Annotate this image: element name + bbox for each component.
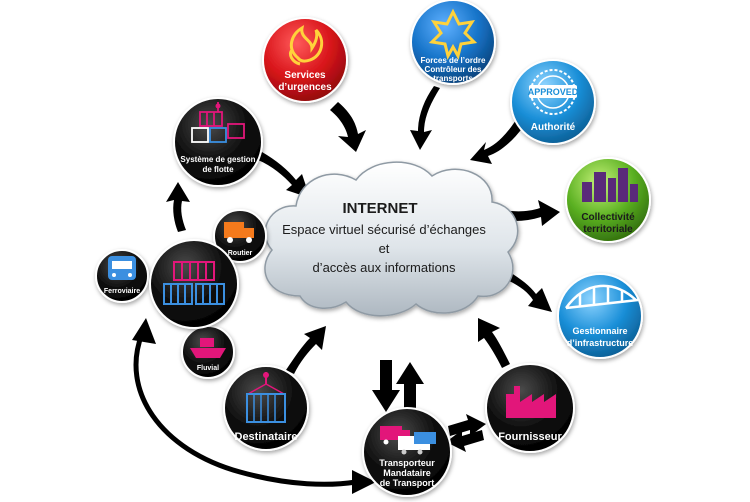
forces-label-1: Forces de l’ordre — [421, 56, 486, 65]
ferroviaire-label: Ferroviaire — [104, 288, 140, 295]
internet-cloud: INTERNET Espace virtuel sécurisé d’échan… — [264, 161, 519, 317]
arrow-forces-to-cloud — [410, 86, 440, 150]
cloud-line-3: d’accès aux informations — [312, 260, 456, 275]
node-ferroviaire[interactable]: Ferroviaire — [95, 249, 149, 303]
arrow-services-to-cloud — [330, 102, 366, 152]
approved-badge-text: APPROVED — [528, 87, 579, 97]
node-destinataire[interactable]: Destinataire — [223, 365, 309, 451]
node-fluvial[interactable]: Fluvial — [181, 325, 235, 379]
arrow-transporteur-to-fournisseur — [448, 414, 486, 436]
routier-label: Routier — [228, 250, 253, 257]
arrow-cloud-to-gestionnaire — [502, 270, 552, 312]
fluvial-label: Fluvial — [197, 365, 219, 372]
arrow-fournisseur-to-transporteur — [446, 430, 484, 452]
transporteur-label-2: Mandataire — [383, 468, 431, 478]
arrow-fournisseur-to-cloud — [478, 318, 510, 368]
node-gestion-flotte[interactable]: Système de gestion de flotte — [173, 97, 263, 187]
truck-icon — [224, 222, 254, 243]
gestionnaire-label-1: Gestionnaire — [572, 326, 627, 336]
flotte-label-2: de flotte — [202, 165, 234, 174]
arrow-destinataire-to-cloud — [286, 326, 326, 374]
node-forces-ordre[interactable]: Forces de l’ordre Contrôleur des transpo… — [410, 0, 496, 85]
arrows — [132, 86, 560, 494]
autorite-label: Authorité — [531, 122, 576, 133]
crane-containers-icon — [191, 102, 245, 143]
approved-stamp-icon: APPROVED — [528, 69, 579, 115]
fournisseur-label: Fournisseur — [498, 431, 562, 443]
destinataire-label: Destinataire — [235, 431, 298, 443]
arrow-flotte-to-cloud — [258, 152, 310, 198]
train-icon — [108, 256, 136, 280]
gestionnaire-label-2: d’infrastructure — [567, 338, 634, 348]
cloud-line-1: Espace virtuel sécurisé d’échanges — [282, 222, 486, 237]
arrow-hub-transporteur-curve — [133, 333, 357, 487]
transporteur-label-1: Transporteur — [379, 458, 435, 468]
forces-label-2: Contrôleur des — [425, 65, 482, 74]
arrow-transporteur-up — [396, 362, 424, 414]
services-label-2: d’urgences — [278, 82, 332, 93]
collectivite-label-1: Collectivité — [581, 212, 635, 223]
star-badge-icon — [428, 8, 478, 61]
forces-label-3: transports — [433, 74, 473, 83]
container-crane-icon — [246, 372, 286, 423]
node-gestionnaire[interactable]: Gestionnaire d’infrastructure — [557, 273, 643, 359]
node-fournisseur[interactable]: Fournisseur — [485, 363, 575, 453]
stacked-containers-icon — [163, 261, 225, 305]
services-label-1: Services — [284, 70, 326, 81]
bridge-icon — [564, 284, 639, 310]
trucks-icon — [380, 426, 436, 455]
collectivite-label-2: territoriale — [583, 224, 633, 235]
node-collectivite[interactable]: Collectivité territoriale — [565, 157, 651, 243]
cloud-title: INTERNET — [343, 200, 418, 217]
node-hub-containers[interactable] — [149, 239, 239, 329]
transporteur-label-3: de Transport — [380, 478, 435, 488]
flotte-label-1: Système de gestion — [180, 155, 255, 164]
arrow-curve-head-end — [352, 470, 376, 494]
node-services-urgences[interactable]: Services d’urgences — [262, 17, 348, 103]
arrow-authority-to-cloud — [470, 120, 524, 164]
city-skyline-icon — [582, 168, 638, 202]
node-transporteur[interactable]: Transporteur Mandataire de Transport — [362, 407, 452, 497]
cloud-line-2: et — [379, 241, 390, 256]
flame-icon — [288, 24, 324, 66]
factory-icon — [506, 386, 556, 418]
node-routier[interactable]: Routier — [213, 209, 267, 263]
arrow-transporteur-down — [372, 360, 400, 412]
arrow-curve-head-top — [132, 318, 156, 344]
boat-icon — [190, 338, 226, 358]
node-autorite[interactable]: APPROVED Authorité — [510, 59, 596, 145]
cloud-shape — [264, 161, 519, 317]
arrow-hub-to-flotte — [166, 182, 190, 232]
